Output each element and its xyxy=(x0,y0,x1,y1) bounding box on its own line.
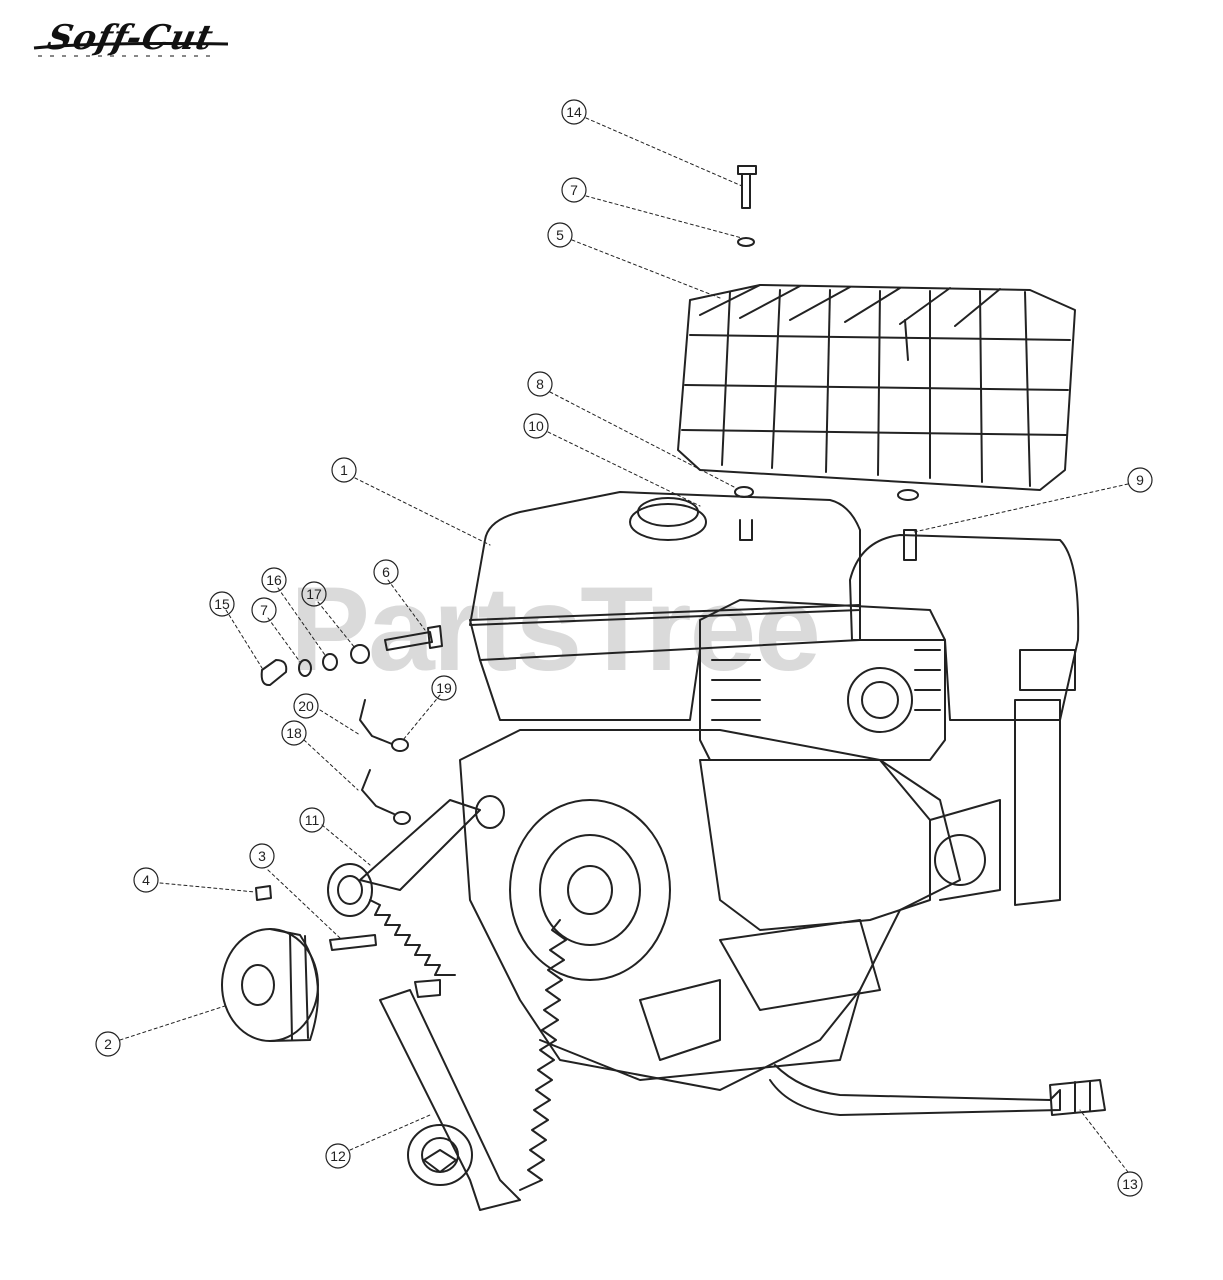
lock-washer xyxy=(298,659,312,677)
fan-cover xyxy=(699,599,946,761)
ground-wire xyxy=(359,699,409,752)
callout-9: 9 xyxy=(1136,472,1144,488)
brand-logo xyxy=(33,42,229,57)
callout-15: 15 xyxy=(214,596,230,612)
callout-labels: 14 7 5 8 10 1 9 6 17 16 15 7 19 20 18 11… xyxy=(104,104,1144,1192)
callout-4: 4 xyxy=(142,872,150,888)
nut xyxy=(897,489,919,501)
callout-1: 1 xyxy=(340,462,348,478)
callout-7: 7 xyxy=(570,182,578,198)
callout-17: 17 xyxy=(306,586,322,602)
callout-13: 13 xyxy=(1122,1176,1138,1192)
flat-washer xyxy=(350,644,370,664)
ground-wire-lower xyxy=(361,769,411,825)
key xyxy=(329,934,377,951)
callout-6: 6 xyxy=(382,564,390,580)
tension-spring xyxy=(369,899,456,976)
callout-2: 2 xyxy=(104,1036,112,1052)
leader-lines xyxy=(119,117,1129,1173)
wire-clamp xyxy=(260,659,288,687)
air-filter-housing xyxy=(849,534,1080,906)
washer xyxy=(737,237,755,247)
watermark: PartsTree xyxy=(290,562,821,696)
callout-5: 5 xyxy=(556,227,564,243)
fuel-tank xyxy=(469,491,861,721)
callout-14: 14 xyxy=(566,104,582,120)
idler-arm xyxy=(327,795,505,917)
pulley xyxy=(221,928,319,1042)
callout-7-lower: 7 xyxy=(260,602,268,618)
callout-19: 19 xyxy=(436,680,452,696)
shoulder-bolt xyxy=(384,625,443,651)
nut xyxy=(322,653,338,671)
stud xyxy=(903,529,917,561)
engine-block xyxy=(459,729,1001,1091)
callout-10: 10 xyxy=(528,418,544,434)
air-cleaner-guard xyxy=(677,284,1076,491)
callout-18: 18 xyxy=(286,725,302,741)
bolt xyxy=(737,165,757,209)
callout-circles xyxy=(95,99,1153,1197)
callout-20: 20 xyxy=(298,698,314,714)
callout-3: 3 xyxy=(258,848,266,864)
lower-idler-arm xyxy=(379,979,521,1211)
callout-11: 11 xyxy=(305,812,320,828)
exhaust-pipe xyxy=(769,1064,1106,1116)
callout-8: 8 xyxy=(536,376,544,392)
set-screw xyxy=(255,885,272,901)
callout-12: 12 xyxy=(330,1148,346,1164)
callout-16: 16 xyxy=(266,572,282,588)
return-spring xyxy=(519,919,567,1191)
